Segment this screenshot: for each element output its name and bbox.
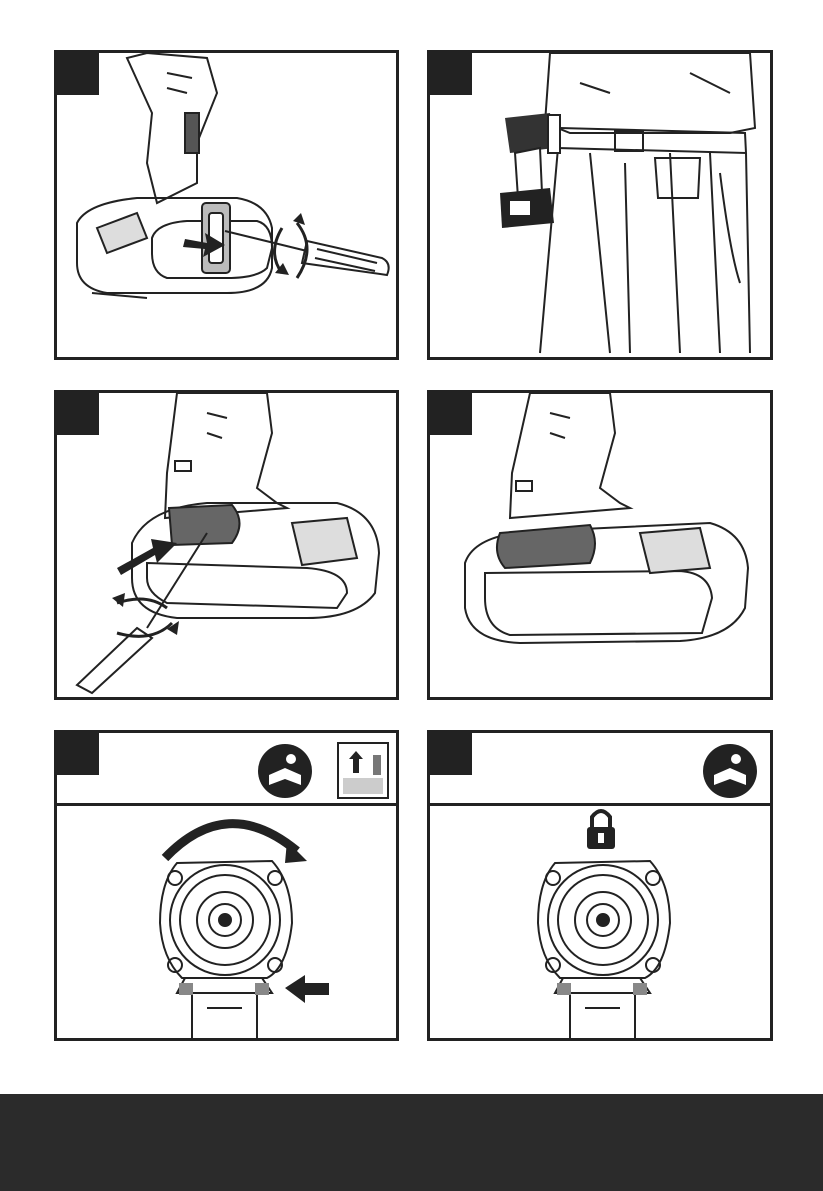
drill-battery-screwdriver-illustration xyxy=(57,53,396,357)
chuck-rotate-illustration xyxy=(57,733,396,1038)
panel-chuck-locked xyxy=(427,730,773,1041)
chuck-front-icon xyxy=(160,861,292,1038)
drill-on-belt-icon xyxy=(500,113,560,228)
panel-clip-attached xyxy=(427,390,773,700)
panel-belt-clip-wearing xyxy=(427,50,773,360)
screwdriver-attach-clip-illustration xyxy=(57,393,396,697)
curved-arrow-icon xyxy=(117,599,172,636)
panel-screwdriver-attach-clip xyxy=(54,390,399,700)
clip-attached-illustration xyxy=(430,393,770,697)
page-footer-band xyxy=(0,1094,823,1191)
person-with-drill-on-belt-illustration xyxy=(430,53,770,357)
push-arrow-icon xyxy=(285,975,329,1003)
curved-arrow-icon xyxy=(165,824,297,858)
padlock-icon xyxy=(587,811,615,849)
chuck-front-icon xyxy=(538,861,670,1038)
up-arrow-guide-icon xyxy=(338,743,388,798)
panel-chuck-rotate-unlock xyxy=(54,730,399,1041)
panel-battery-clip-install xyxy=(54,50,399,360)
chuck-locked-illustration xyxy=(430,733,770,1038)
read-manual-icon xyxy=(703,744,757,798)
belt-clip-icon xyxy=(497,525,595,568)
read-manual-icon xyxy=(258,744,312,798)
